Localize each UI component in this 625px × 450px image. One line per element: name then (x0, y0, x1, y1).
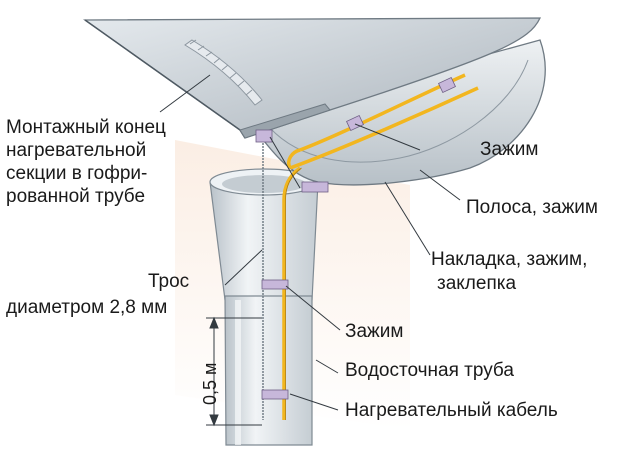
label-clamp-mid: Зажим (345, 321, 404, 342)
label-strip-clamp: Полоса, зажим (466, 197, 598, 218)
clamp-gutter-1 (346, 114, 364, 132)
overlay-clamp (255, 129, 273, 143)
strip-clamp (301, 181, 329, 193)
clamp-pipe-1 (261, 279, 289, 290)
label-downpipe: Водосточная труба (345, 360, 514, 381)
clamp-gutter-2 (438, 76, 456, 94)
dimension-marker (206, 316, 262, 427)
label-cable-diameter: диаметром 2,8 мм (6, 297, 168, 318)
label-overlay-2: заклепка (437, 273, 517, 294)
clamp-pipe-2 (261, 389, 289, 400)
label-mounting-end: Монтажный конец нагревательной секции в … (6, 117, 166, 207)
label-overlay: Накладка, зажим, (431, 249, 588, 270)
gutter (246, 39, 546, 186)
label-dimension: 0,5 м (200, 362, 220, 405)
heating-cable-gutter-2 (289, 86, 479, 170)
corrugated-pipe (184, 39, 263, 106)
label-clamp-top: Зажим (480, 139, 539, 160)
leader-lines (159, 74, 461, 411)
label-cable: Трос (148, 271, 190, 292)
heating-cable-pipe (282, 166, 302, 420)
label-heating-cable: Нагревательный кабель (345, 400, 558, 421)
